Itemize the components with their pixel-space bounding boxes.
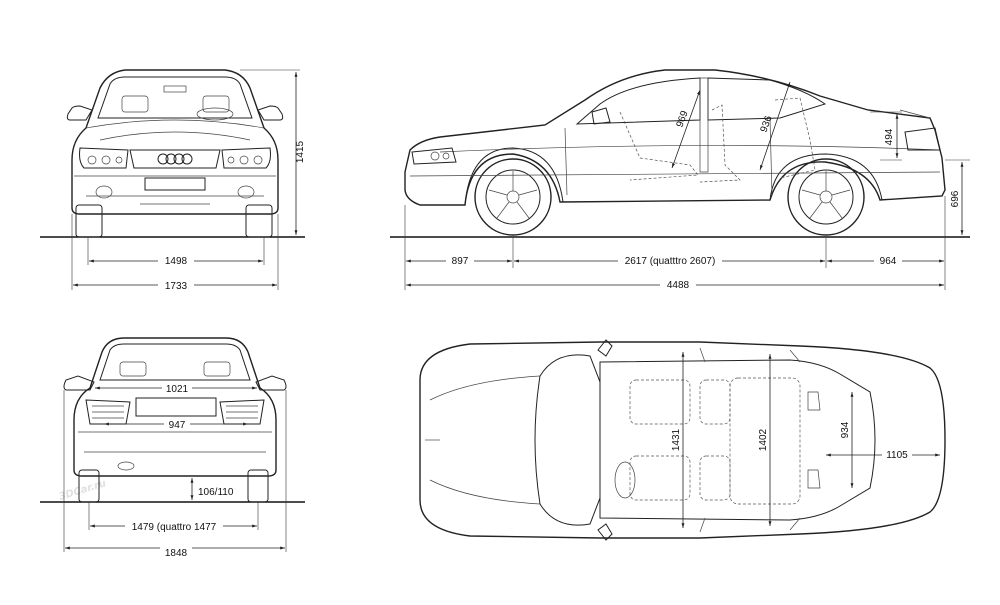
dim-front-headroom: 969 bbox=[675, 109, 691, 129]
side-view: 969 936 494 696 897 2617 (quatttro 2607)… bbox=[390, 69, 970, 291]
dim-rear-overhang: 964 bbox=[880, 256, 897, 267]
dim-trunk-length: 1105 bbox=[886, 450, 908, 461]
dim-front-height: 1415 bbox=[295, 140, 306, 163]
dim-front-cabin-width: 1431 bbox=[671, 428, 682, 451]
dim-trunk-width: 934 bbox=[840, 421, 851, 438]
dim-ground-clearance: 106/110 bbox=[198, 487, 234, 498]
dim-rear-headroom: 936 bbox=[759, 114, 775, 134]
dim-front-width: 1733 bbox=[165, 281, 188, 292]
dim-length: 4488 bbox=[667, 280, 690, 291]
watermark-text: 3DCar.ru bbox=[58, 478, 108, 503]
dim-wheelbase: 2617 (quatttro 2607) bbox=[625, 256, 716, 267]
dim-rear-height: 696 bbox=[950, 190, 961, 207]
dim-rear-cabin-width: 1402 bbox=[758, 428, 769, 451]
dim-mirror-width: 1848 bbox=[165, 548, 188, 559]
front-view: 1415 1498 1733 bbox=[40, 69, 306, 292]
top-view: 1431 1402 934 1105 bbox=[419, 339, 946, 541]
dim-trunk-height: 494 bbox=[884, 128, 895, 145]
watermark: 3DCar.ru bbox=[58, 478, 108, 503]
rear-view: 1021 947 106/110 1479 (quattro 1477 1848 bbox=[40, 337, 305, 559]
dim-front-overhang: 897 bbox=[452, 256, 469, 267]
dim-rear-shoulder: 1021 bbox=[166, 384, 189, 395]
dim-front-track: 1498 bbox=[165, 256, 188, 267]
dim-rear-track: 1479 (quattro 1477 bbox=[132, 522, 217, 533]
dim-rear-trunk-width: 947 bbox=[169, 420, 186, 431]
